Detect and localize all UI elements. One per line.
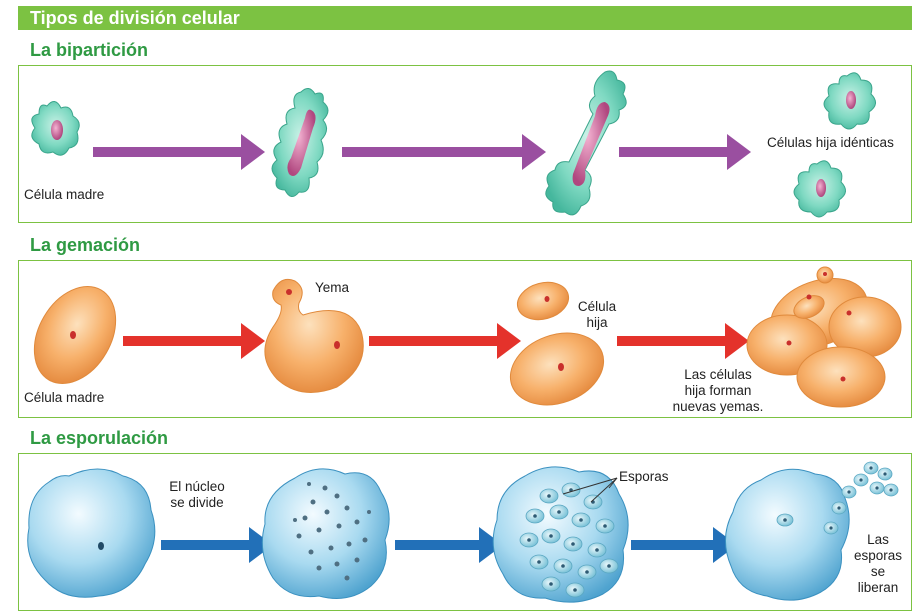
label-new-buds: Las células hija forman nuevas yemas. [663, 367, 773, 415]
arrow-blue-1 [161, 527, 273, 563]
label-spores: Esporas [619, 469, 669, 484]
elongating-cell [271, 88, 329, 197]
panel-gemacion: Yema Célula madre Célula hija Las célula… [18, 260, 912, 418]
dividing-cell [545, 70, 627, 216]
nucleus [544, 296, 550, 302]
nucleus [558, 363, 564, 371]
yeast-cluster [746, 266, 902, 408]
label-release-line-4: liberan [857, 580, 899, 595]
mother-cell-spore [27, 468, 156, 598]
spore-releasing-cell [725, 461, 899, 601]
gemacion-illustration [33, 266, 902, 408]
arrow-purple-1 [93, 134, 265, 170]
label-daughter-line-2: hija [586, 315, 608, 330]
nucleus [98, 542, 104, 550]
label-release-line-2: esporas [853, 548, 903, 563]
page-title: Tipos de división celular [18, 6, 912, 30]
nucleus [51, 120, 63, 140]
section-title-esporulacion: La esporulación [30, 428, 169, 448]
label-daughter-line-1: Célula [577, 299, 617, 314]
label-bud: Yema [315, 280, 350, 295]
released-spore-nuclei [783, 466, 893, 530]
nuclei-fragments [293, 482, 371, 581]
spore-forming-cell [492, 466, 629, 603]
label-new-buds-line-1: Las células [684, 367, 752, 382]
biparticion-illustration [31, 70, 876, 218]
section-title-biparticion: La bipartición [30, 40, 149, 60]
nucleus [70, 331, 76, 339]
daughter-cell-bottom [793, 160, 846, 218]
label-release-line-1: Las [867, 532, 889, 547]
esporulacion-illustration [27, 461, 899, 603]
spores-pointer-lines [562, 477, 618, 503]
section-title-gemacion: La gemación [30, 235, 141, 255]
label-spores-released: Las esporas se liberan [847, 532, 909, 596]
daughter-cell-top [823, 72, 876, 130]
nucleus [816, 179, 826, 197]
arrow-purple-2 [342, 134, 546, 170]
nucleus [572, 102, 610, 186]
arrow-purple-3 [619, 134, 751, 170]
arrow-red-1 [123, 323, 265, 359]
label-divide-line-2: se divide [170, 495, 224, 510]
nucleus [287, 109, 316, 176]
arrow-red-2 [369, 323, 521, 359]
panel-biparticion: Célula madre Células hija idénticas [18, 65, 912, 223]
daughter-cell-yeast [516, 281, 570, 321]
nucleus [846, 91, 856, 109]
panel-esporulacion: El núcleo se divide Esporas Las esporas … [18, 453, 912, 611]
parent-cell-yeast [509, 332, 605, 406]
label-mother-cell: Célula madre [24, 390, 105, 405]
label-identical-daughters: Células hija idénticas [767, 135, 894, 150]
bud-nucleus [286, 289, 292, 295]
nucleus [334, 341, 340, 349]
dividing-nucleus-cell [261, 468, 390, 599]
arrow-red-3 [617, 323, 749, 359]
label-release-line-3: se [870, 564, 886, 579]
label-nucleus-divides: El núcleo se divide [155, 479, 239, 511]
budding-cell [264, 278, 364, 393]
spore-nuclei [527, 488, 611, 592]
label-daughter-cell: Célula hija [571, 299, 623, 331]
label-new-buds-line-2: hija forman [684, 383, 752, 398]
label-new-buds-line-3: nuevas yemas. [672, 399, 764, 414]
mother-cell-yeast [33, 286, 117, 384]
arrow-blue-2 [395, 527, 503, 563]
arrow-blue-3 [631, 527, 737, 563]
cluster-nuclei [786, 272, 852, 382]
label-divide-line-1: El núcleo [169, 479, 225, 494]
mother-cell-amoeba [31, 101, 80, 156]
label-mother-cell: Célula madre [24, 187, 105, 202]
